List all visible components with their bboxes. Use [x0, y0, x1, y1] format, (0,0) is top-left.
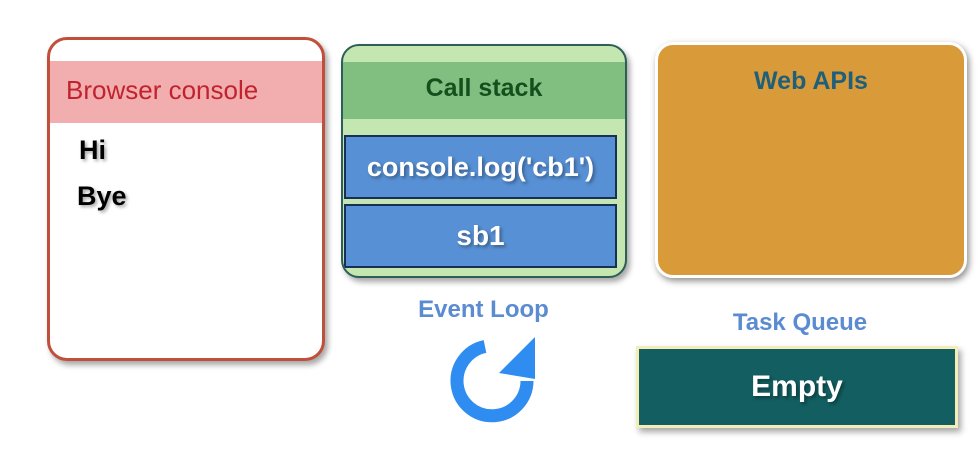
call-stack-panel: Call stack console.log('cb1') sb1 [341, 44, 627, 278]
call-stack-title: Call stack [425, 74, 543, 102]
browser-console-title: Browser console [66, 75, 259, 105]
task-queue-label: Task Queue [732, 309, 868, 336]
stack-frame-sb1: sb1 [344, 204, 617, 268]
browser-console-header [50, 61, 322, 123]
web-apis-title: Web APIs [754, 67, 868, 95]
browser-console-panel: Browser console Hi Bye [47, 37, 325, 361]
web-apis-panel: Web APIs [655, 42, 967, 278]
console-line-bye: Bye [77, 181, 127, 211]
console-line-hi: Hi [79, 135, 106, 165]
refresh-icon [443, 335, 541, 427]
task-queue-content: Empty [751, 370, 843, 403]
event-loop-label: Event Loop [418, 296, 549, 323]
stack-frame-console-log: console.log('cb1') [344, 135, 617, 199]
call-stack-header [343, 62, 625, 119]
task-queue-box: Empty [636, 346, 958, 428]
